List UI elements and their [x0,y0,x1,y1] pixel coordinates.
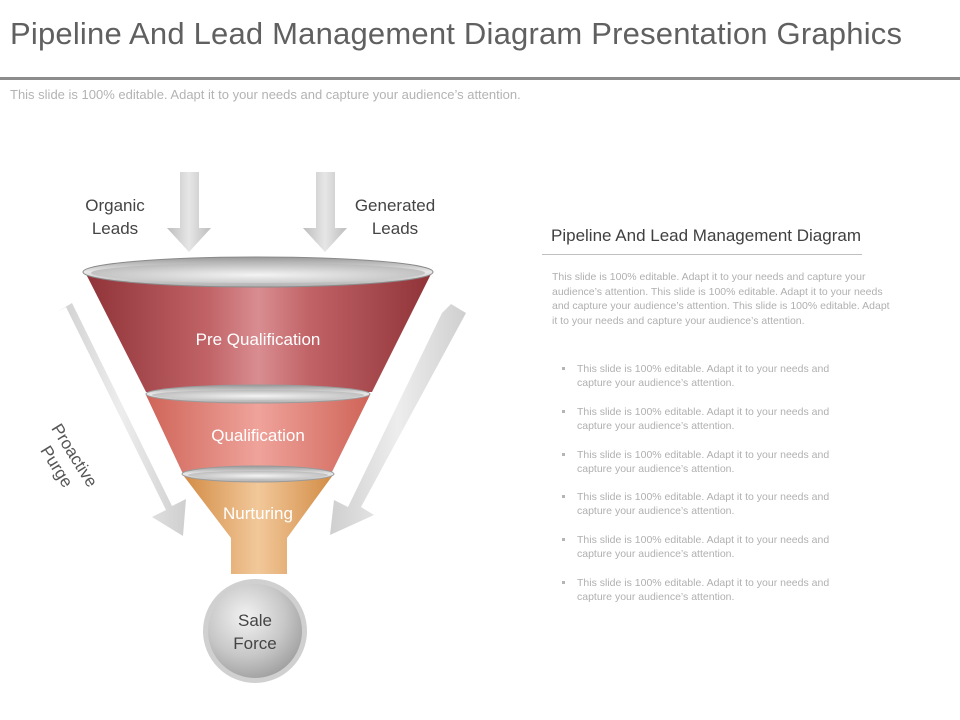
slide-subtitle: This slide is 100% editable. Adapt it to… [10,87,521,102]
organic-leads-text: Organic Leads [85,196,145,238]
bullet-item: This slide is 100% editable. Adapt it to… [562,576,857,604]
bullet-item: This slide is 100% editable. Adapt it to… [562,448,857,476]
generated-leads-arrow [303,172,347,252]
bullet-item: This slide is 100% editable. Adapt it to… [562,533,857,561]
bullet-text: This slide is 100% editable. Adapt it to… [577,534,830,561]
stage-pre-qualification [85,272,432,392]
panel-divider [542,254,862,255]
panel-heading: Pipeline And Lead Management Diagram [551,226,861,245]
bullet-item: This slide is 100% editable. Adapt it to… [562,490,857,518]
sale-force-label: Sale Force [215,609,295,655]
bullet-item: This slide is 100% editable. Adapt it to… [562,362,857,390]
organic-leads-label: Organic Leads [72,194,158,240]
bullet-icon [562,409,565,413]
bullet-text: This slide is 100% editable. Adapt it to… [577,448,830,475]
bullet-text: This slide is 100% editable. Adapt it to… [577,576,830,603]
stage-nurturing-label: Nurturing [223,504,293,523]
bullet-icon [562,538,565,542]
generated-leads-label: Generated Leads [340,194,450,240]
bullet-icon [562,367,565,370]
bullet-item: This slide is 100% editable. Adapt it to… [562,405,857,433]
stage-qualification-label: Qualification [211,426,305,445]
bullet-text: This slide is 100% editable. Adapt it to… [577,405,830,432]
bullet-icon [562,580,565,584]
right-return-arrow [330,304,466,535]
panel-paragraph: This slide is 100% editable. Adapt it to… [552,271,890,327]
bullet-text: This slide is 100% editable. Adapt it to… [577,363,830,389]
generated-leads-text: Generated Leads [354,196,436,238]
organic-leads-arrow [167,172,211,252]
slide-title: Pipeline And Lead Management Diagram Pre… [10,16,903,51]
stage-nurturing [183,475,333,574]
bullet-icon [562,495,565,499]
bullet-text: This slide is 100% editable. Adapt it to… [577,491,830,518]
title-divider [0,77,960,80]
proactive-purge-arrow [57,303,186,536]
stage-pre-qualification-label: Pre Qualification [195,330,321,349]
bullet-icon [562,452,565,456]
stage-qualification [146,395,370,474]
bullet-list: This slide is 100% editable. Adapt it to… [562,362,857,619]
sale-force-text: Sale Force [233,611,277,653]
